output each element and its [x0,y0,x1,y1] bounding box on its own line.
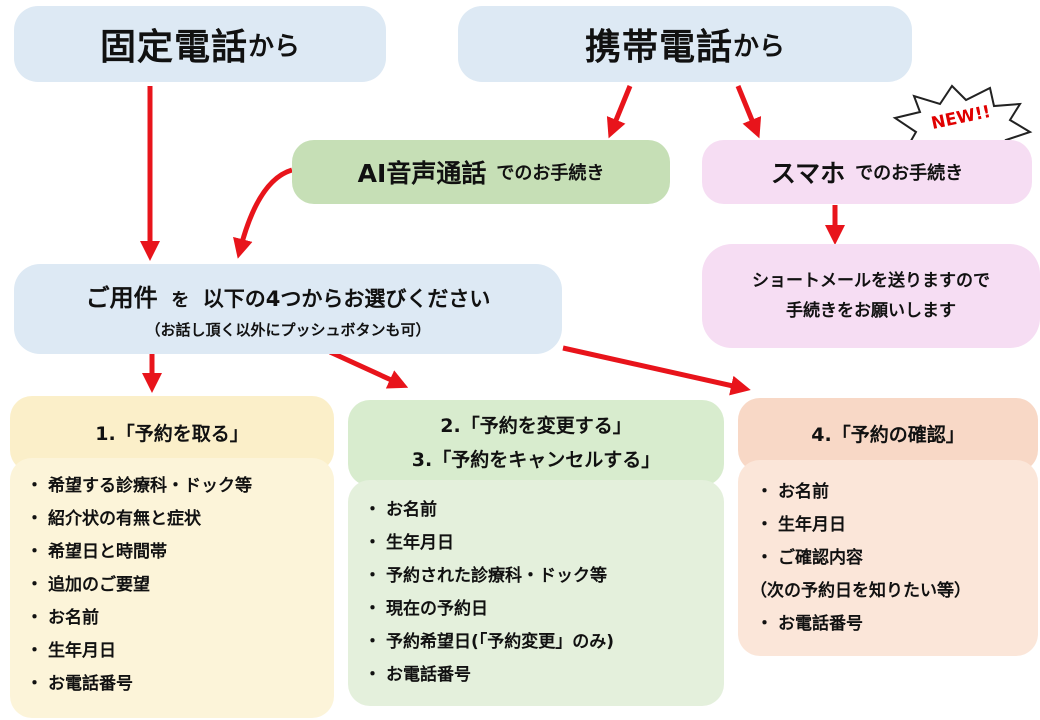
arrow-ai-to-selection [233,167,293,259]
list-item: ・紹介状の有無と症状 [26,509,201,529]
landline-box: 固定電話 から [14,6,386,82]
selection-box: ご用件 を 以下の4つからお選びください （お話し頂く以外にプッシュボタンも可） [14,264,562,354]
list-item: ・お名前 [756,482,829,502]
option1-title: 1.「予約を取る」 [95,423,249,445]
option23-body: ・お名前 ・生年月日 ・予約された診療科・ドック等 ・現在の予約日 ・予約希望日… [348,480,724,706]
mobile-suffix: から [733,31,786,62]
arrow-selection-to-option23 [328,349,409,389]
selection-title-particle: を [171,290,190,311]
mobile-box: 携帯電話 から [458,6,912,82]
list-item: ・追加のご要望 [26,575,150,595]
landline-label: 固定電話 [99,27,248,68]
list-item: ・現在の予約日 [364,599,488,619]
ai-voice-label: AI音声通話 [357,159,487,188]
option23-title-line2: 3.「予約をキャンセルする」 [411,449,661,471]
list-item: ・ご確認内容 [756,548,863,568]
option23-panel: 2.「予約を変更する」 3.「予約をキャンセルする」 ・お名前 ・生年月日 ・予… [348,400,724,706]
list-item: ・お電話番号 [26,674,133,694]
list-item: ・生年月日 [756,515,846,535]
list-item: ・お電話番号 [756,614,863,634]
option23-header: 2.「予約を変更する」 3.「予約をキャンセルする」 [348,400,724,486]
list-item: ・予約希望日(「予約変更」のみ) [364,632,615,652]
list-item: ・予約された診療科・ドック等 [364,566,607,586]
landline-suffix: から [248,31,301,62]
smartphone-box: スマホ でのお手続き [702,140,1032,204]
list-item: ・お名前 [364,500,437,520]
option4-list: ・お名前 ・生年月日 ・ご確認内容 （次の予約日を知りたい等） ・お電話番号 [750,476,1038,641]
option4-body: ・お名前 ・生年月日 ・ご確認内容 （次の予約日を知りたい等） ・お電話番号 [738,460,1038,656]
list-item: ・生年月日 [26,641,116,661]
sms-note-line2: 手続きをお願いします [786,301,956,321]
option1-list: ・希望する診療科・ドック等 ・紹介状の有無と症状 ・希望日と時間帯 ・追加のご要… [26,470,334,701]
ai-voice-box: AI音声通話 でのお手続き [292,140,670,204]
mobile-label: 携帯電話 [584,27,733,68]
arrow-mobile-to-ai [606,85,633,139]
arrow-mobile-to-smartphone [735,85,762,139]
smartphone-suffix: でのお手続き [855,163,964,184]
list-item: ・お電話番号 [364,665,471,685]
selection-title: ご用件 を 以下の4つからお選びください [86,278,491,313]
selection-title-main: ご用件 [85,284,158,312]
option1-panel: 1.「予約を取る」 ・希望する診療科・ドック等 ・紹介状の有無と症状 ・希望日と… [10,396,334,718]
selection-subtitle: （お話し頂く以外にプッシュボタンも可） [145,321,431,339]
option23-list: ・お名前 ・生年月日 ・予約された診療科・ドック等 ・現在の予約日 ・予約希望日… [364,494,724,692]
arrow-selection-to-option4 [562,345,751,396]
list-item: ・希望する診療科・ドック等 [26,476,252,496]
option23-title-line1: 2.「予約を変更する」 [440,415,632,437]
smartphone-label: スマホ [770,159,846,188]
list-item: ・希望日と時間帯 [26,542,167,562]
option4-title: 4.「予約の確認」 [811,424,965,446]
list-item: ・お名前 [26,608,99,628]
option1-body: ・希望する診療科・ドック等 ・紹介状の有無と症状 ・希望日と時間帯 ・追加のご要… [10,458,334,718]
sms-note-line1: ショートメールを送りますので [752,271,990,291]
sms-note-box: ショートメールを送りますので 手続きをお願いします [702,244,1040,348]
option4-header: 4.「予約の確認」 [738,398,1038,472]
list-item: ・生年月日 [364,533,454,553]
option4-note: （次の予約日を知りたい等） [750,581,971,601]
ai-voice-suffix: でのお手続き [496,163,605,184]
selection-title-rest: 以下の4つからお選びください [202,287,491,311]
option4-panel: 4.「予約の確認」 ・お名前 ・生年月日 ・ご確認内容 （次の予約日を知りたい等… [738,398,1038,656]
